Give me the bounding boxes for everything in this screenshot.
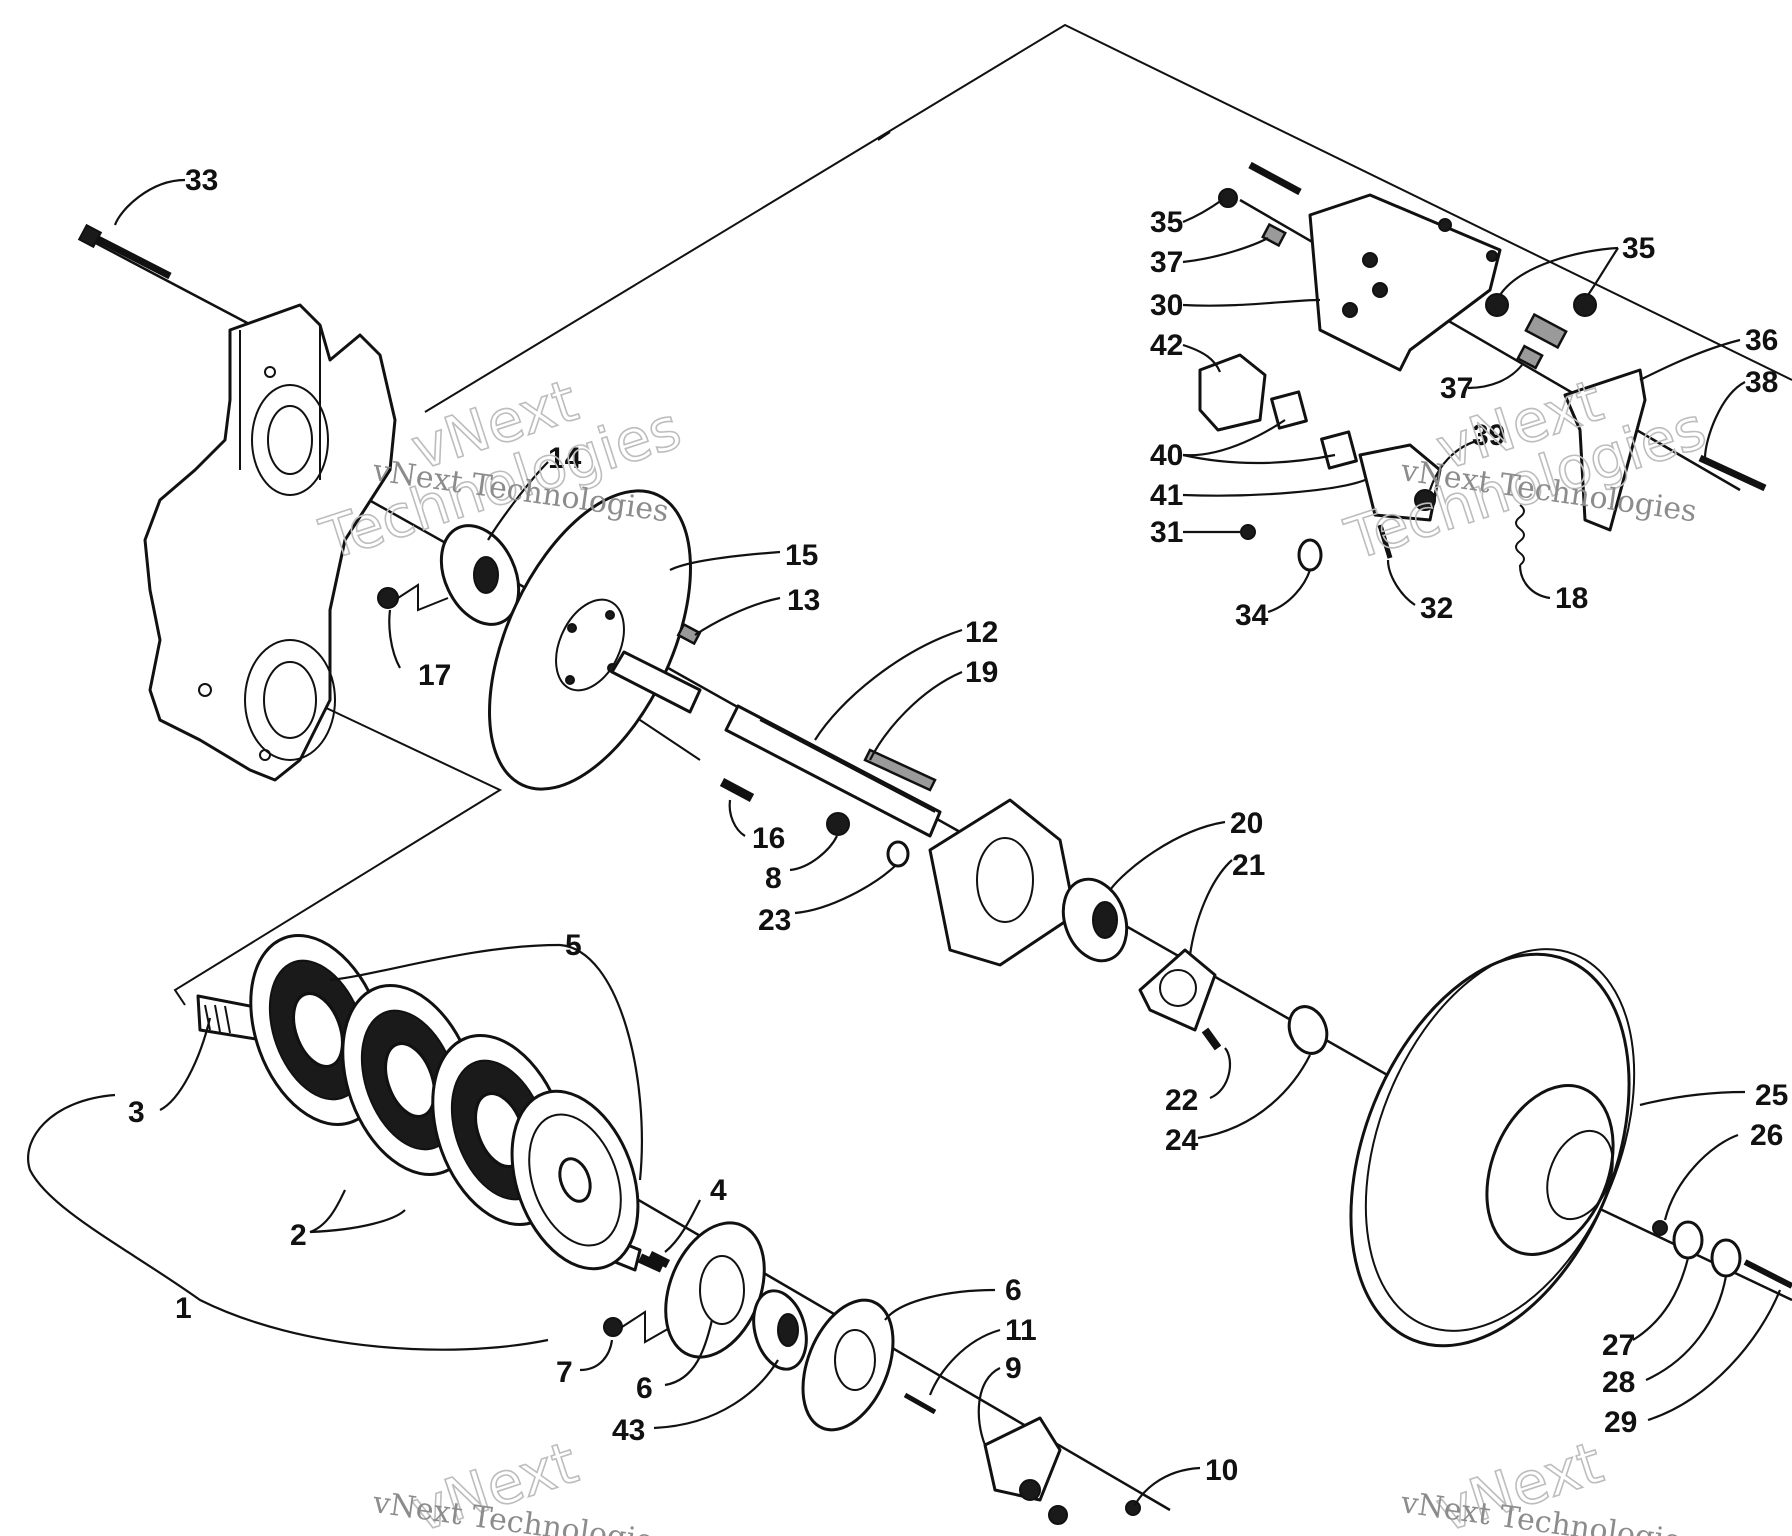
nut-35-b [1485,293,1509,317]
callout-25: 25 [1755,1079,1788,1112]
callout-16: 16 [752,822,785,855]
callout-22: 22 [1165,1084,1198,1117]
bracket-36 [1563,368,1647,532]
callout-18: 18 [1555,582,1588,615]
callout-43: 43 [612,1414,645,1447]
bolt-32 [1377,524,1393,559]
callout-27: 27 [1602,1329,1635,1362]
callout-34: 34 [1235,599,1269,632]
callout-10: 10 [1205,1454,1238,1487]
speedo-drive-9 [983,1416,1068,1525]
key-13 [676,622,702,646]
spacer-37-b [1516,344,1544,370]
callout-39: 39 [1472,419,1505,452]
flange-6-upper [801,1298,895,1432]
callout-32: 32 [1420,592,1453,625]
callout-14: 14 [548,442,582,475]
callout-31: 31 [1150,516,1183,549]
bolt-7 [603,1317,623,1337]
callout-15: 15 [785,539,818,572]
bearing-43 [752,1289,808,1371]
callout-1: 1 [175,1292,192,1325]
callout-7: 7 [556,1356,573,1389]
callout-9: 9 [1005,1352,1022,1385]
pin-11 [903,1392,937,1415]
callout-19: 19 [965,656,998,689]
callout-41: 41 [1150,479,1183,512]
callout-labels: 33 14 17 15 13 12 19 16 8 23 20 21 22 24… [128,164,1788,1487]
callout-23: 23 [758,904,791,937]
drive-shaft-sprockets [196,934,665,1273]
caliper-42 [1198,353,1267,432]
callout-42: 42 [1150,329,1183,362]
callout-17: 17 [418,659,451,692]
spring-18 [1515,504,1525,566]
callout-28: 28 [1602,1366,1635,1399]
callout-35-left: 35 [1150,206,1183,239]
callout-40: 40 [1150,439,1183,472]
callout-37-left: 37 [1150,246,1183,279]
callout-13: 13 [787,584,820,617]
callout-3: 3 [128,1096,145,1129]
washer-27 [1672,1220,1704,1260]
nut-35-c [1573,293,1597,317]
shaft-12 [610,650,942,838]
callout-38: 38 [1745,366,1778,399]
nut-8 [826,812,850,836]
bolt-29 [1743,1259,1792,1289]
washer-24 [1287,1005,1329,1055]
bolt-33 [77,223,172,280]
washer-28 [1710,1238,1742,1278]
callout-35-right: 35 [1622,232,1655,265]
puck-40-a [1270,390,1308,430]
callout-5: 5 [565,929,582,962]
screw-10 [1125,1500,1141,1516]
nut-35-a [1218,188,1238,208]
washer-26 [1652,1220,1668,1236]
bearing-14 [439,524,521,626]
callout-33: 33 [185,164,218,197]
washer-23 [886,840,910,868]
bearing-20 [1061,877,1129,963]
callout-11: 11 [1005,1314,1037,1347]
callout-6-left: 6 [636,1372,653,1405]
bolt-16 [719,778,755,802]
callout-8: 8 [765,862,782,895]
callout-29: 29 [1604,1406,1637,1439]
key-19 [863,748,937,792]
brake-disc-15 [488,489,692,791]
puck-40-b [1320,430,1358,470]
callout-30: 30 [1150,289,1183,322]
callout-24: 24 [1165,1124,1199,1157]
bracket-30 [1308,193,1502,372]
bolt-4 [647,1250,671,1269]
callout-12: 12 [965,616,998,649]
callout-20: 20 [1230,807,1263,840]
bearing-bracket [928,798,1077,967]
bolt-38 [1698,454,1767,492]
callout-6-right: 6 [1005,1274,1022,1307]
watermark-bottom-right: vNext vNext Technologies [1398,1427,1699,1536]
callout-36: 36 [1745,324,1778,357]
callout-2: 2 [290,1219,307,1252]
callout-21: 21 [1232,849,1265,882]
pin-39 [1414,489,1436,511]
flange-21 [1138,948,1217,1032]
spacer-37-a [1261,222,1287,248]
washer-34 [1297,538,1323,572]
bolt-22 [1201,1027,1222,1051]
screw-31 [1240,524,1256,540]
leader-lines [27,178,1782,1506]
callout-4: 4 [710,1174,727,1207]
chaincase-housing [143,303,397,782]
callout-37-right: 37 [1440,372,1473,405]
callout-26: 26 [1750,1119,1783,1152]
driven-clutch-25 [1349,948,1636,1348]
nut-17 [377,587,399,609]
brake-caliper-assembly [1198,161,1767,572]
